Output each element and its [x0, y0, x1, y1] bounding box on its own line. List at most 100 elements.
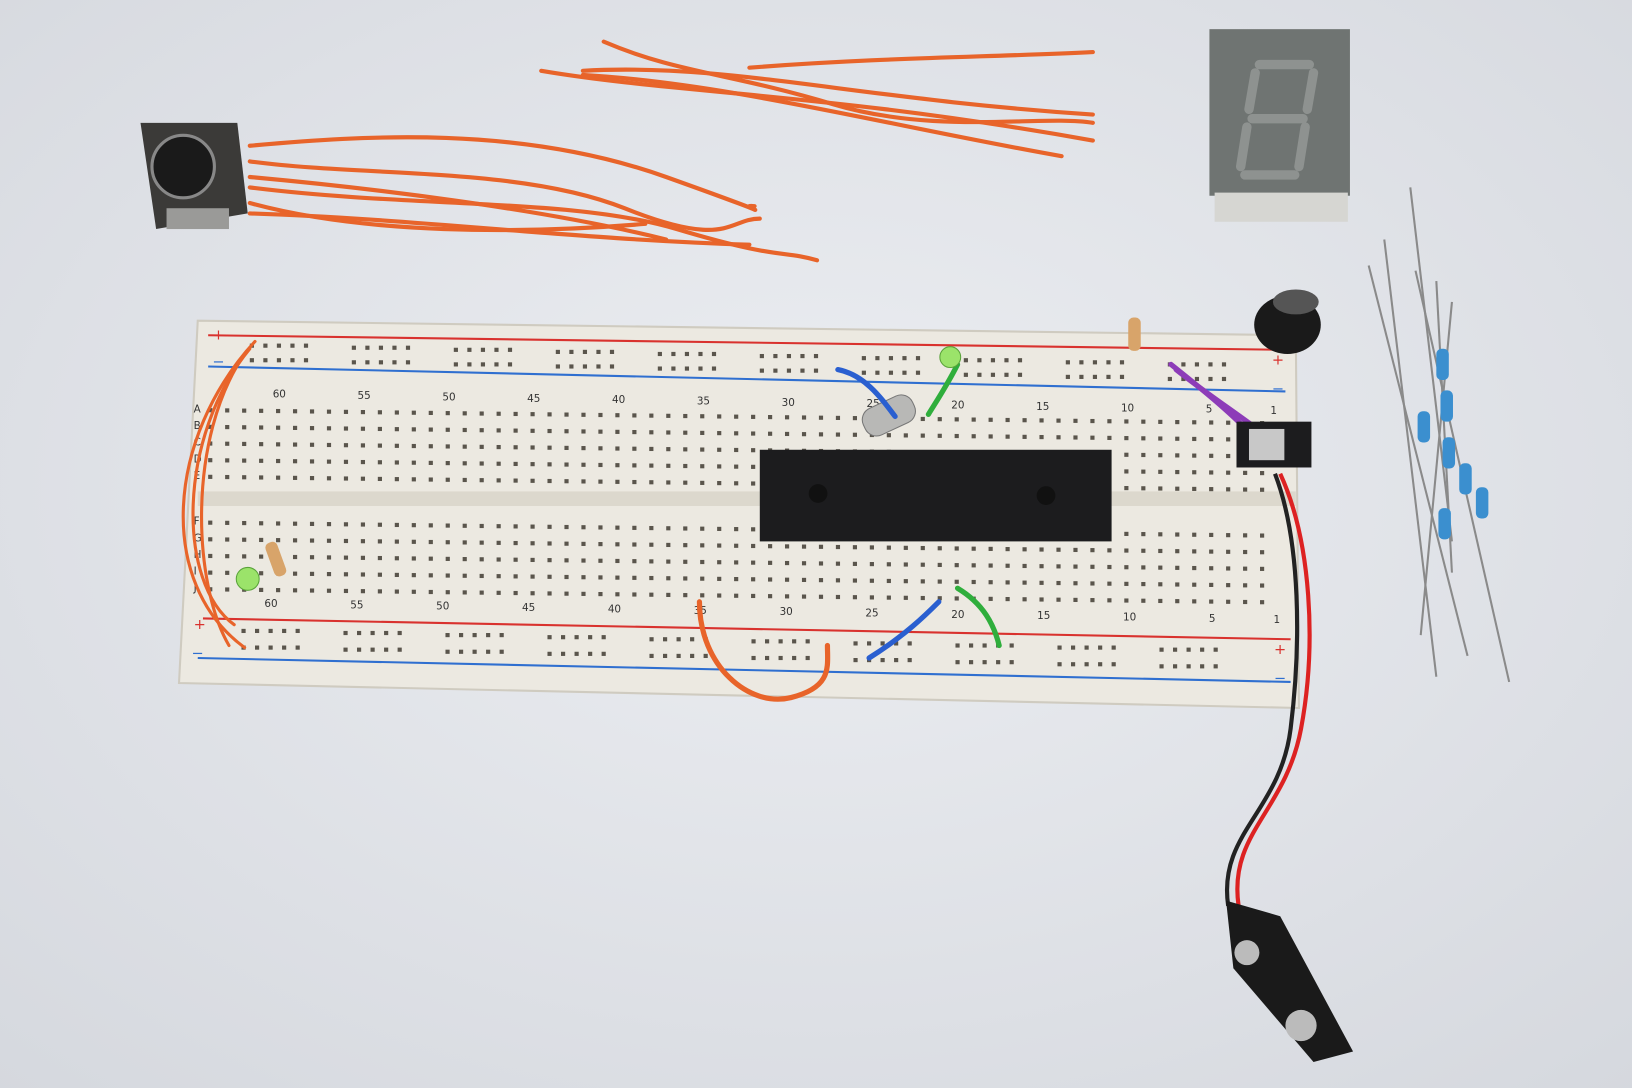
breadboard-hole: [880, 641, 885, 646]
breadboard-hole: [309, 555, 315, 560]
breadboard-hole: [1181, 376, 1186, 382]
breadboard-hole: [1065, 360, 1070, 365]
breadboard-hole: [1022, 434, 1027, 439]
breadboard-hole: [276, 442, 281, 447]
breadboard-hole: [615, 429, 620, 434]
breadboard-hole: [561, 635, 566, 640]
breadboard-hole: [751, 414, 756, 419]
breadboard-hole: [1092, 360, 1098, 365]
breadboard-hole: [242, 520, 247, 526]
breadboard-hole: [903, 562, 908, 567]
breadboard-hole: [290, 358, 295, 363]
breadboard-hole: [1192, 436, 1197, 442]
breadboard-hole: [937, 596, 942, 601]
breadboard-hole: [547, 651, 552, 656]
breadboard-hole: [835, 415, 841, 420]
breadboard-hole: [1124, 548, 1129, 553]
breadboard-hole: [384, 647, 389, 652]
breadboard-hole: [428, 410, 433, 416]
breadboard-hole: [852, 416, 858, 421]
breadboard-hole: [700, 559, 705, 565]
breadboard-hole: [377, 443, 382, 448]
breadboard-hole: [751, 448, 756, 453]
breadboard-hole: [988, 434, 993, 439]
breadboard-hole: [1039, 564, 1044, 569]
breadboard-hole: [309, 588, 315, 593]
breadboard-hole: [700, 576, 705, 581]
breadboard-hole: [1073, 564, 1078, 569]
breadboard-hole: [479, 540, 484, 545]
breadboard-hole: [208, 520, 213, 525]
breadboard-hole: [1209, 470, 1214, 475]
breadboard-hole: [378, 345, 384, 350]
breadboard-hole: [276, 358, 282, 363]
breadboard-hole: [292, 475, 298, 480]
breadboard-hole: [1092, 374, 1098, 379]
breadboard-hole: [751, 543, 756, 549]
breadboard-hole: [1192, 453, 1197, 458]
breadboard-hole: [717, 481, 722, 486]
breadboard-hole: [1084, 645, 1089, 650]
breadboard-hole: [496, 574, 501, 579]
breadboard-hole: [649, 413, 654, 418]
breadboard-hole: [1111, 645, 1116, 650]
breadboard-hole: [852, 561, 858, 566]
breadboard-hole: [343, 426, 349, 431]
column-number: 60: [273, 389, 286, 401]
breadboard-hole: [1079, 374, 1084, 379]
row-letter: C: [194, 437, 201, 449]
breadboard-hole: [1158, 486, 1163, 491]
breadboard-hole: [276, 458, 281, 464]
breadboard-hole: [276, 343, 282, 348]
breadboard-hole: [282, 645, 287, 650]
breadboard-hole: [1175, 599, 1180, 604]
breadboard-hole: [657, 351, 662, 357]
breadboard-hole: [601, 635, 606, 640]
breadboard-hole: [1158, 598, 1163, 604]
breadboard-hole: [564, 479, 569, 484]
breadboard-hole: [1221, 376, 1227, 382]
row-letter: I: [194, 566, 197, 578]
breadboard-hole: [1039, 580, 1044, 585]
breadboard-hole: [303, 343, 309, 348]
breadboard-hole: [513, 478, 518, 483]
breadboard-hole: [852, 545, 858, 550]
breadboard-hole: [988, 580, 993, 585]
breadboard-hole: [428, 460, 433, 465]
breadboard-hole: [411, 523, 416, 528]
breadboard-hole: [263, 358, 268, 363]
breadboard-hole: [1226, 583, 1231, 588]
breadboard-hole: [800, 353, 805, 359]
breadboard-hole: [615, 446, 620, 451]
breadboard-hole: [292, 538, 298, 543]
breadboard-hole: [601, 651, 606, 656]
breadboard-hole: [784, 560, 790, 566]
breadboard-hole: [1192, 420, 1197, 425]
breadboard-hole: [751, 577, 756, 582]
breadboard-hole: [903, 595, 908, 600]
breadboard-hole: [869, 595, 874, 600]
breadboard-hole: [377, 589, 382, 594]
breadboard-hole: [649, 480, 654, 485]
breadboard-hole: [971, 546, 976, 551]
breadboard-hole: [1141, 548, 1146, 553]
breadboard-hole: [698, 351, 703, 357]
breadboard-hole: [1071, 645, 1076, 650]
breadboard-hole: [225, 474, 230, 480]
breadboard-hole: [326, 588, 332, 593]
breadboard-hole: [1022, 563, 1027, 569]
breadboard-hole: [343, 572, 349, 577]
breadboard-hole: [411, 410, 416, 415]
breadboard-hole: [377, 522, 382, 527]
breadboard-hole: [768, 415, 773, 420]
breadboard-hole: [547, 478, 552, 484]
breadboard-hole: [564, 524, 569, 530]
breadboard-hole: [765, 655, 770, 661]
breadboard-hole: [1090, 418, 1095, 424]
breadboard-hole: [378, 360, 384, 365]
column-number: 10: [1121, 402, 1134, 414]
breadboard-hole: [479, 557, 484, 562]
breadboard-hole: [683, 576, 688, 581]
breadboard-hole: [309, 476, 315, 481]
breadboard-hole: [632, 525, 637, 530]
